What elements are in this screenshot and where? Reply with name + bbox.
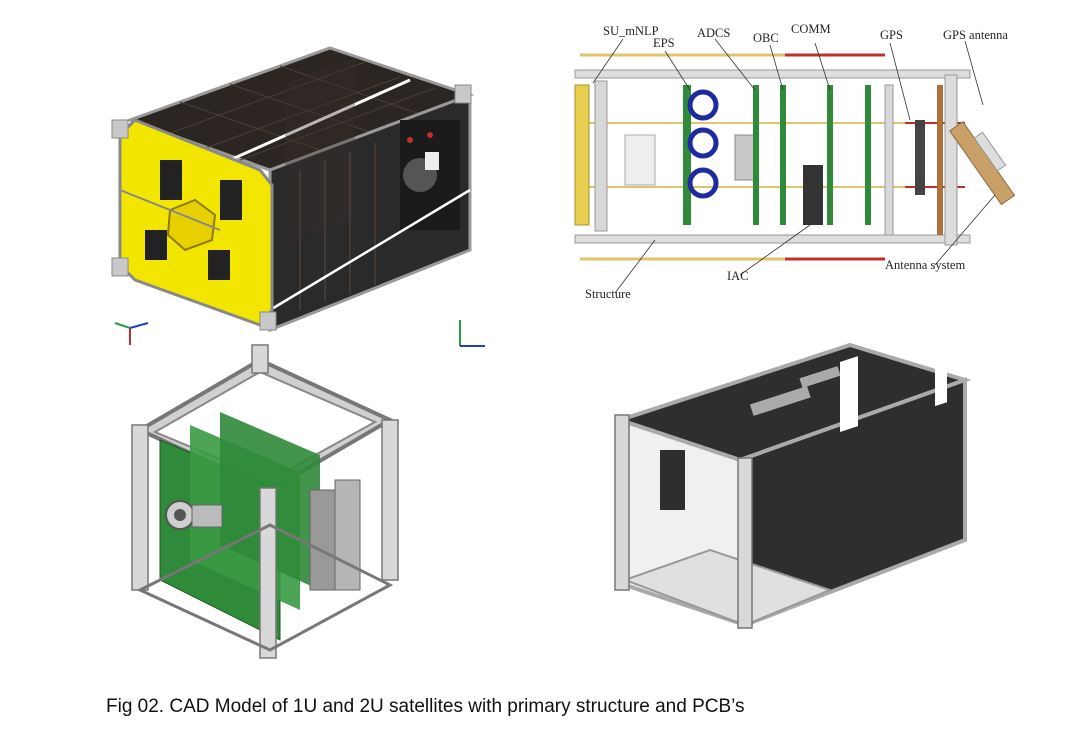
label-eps: EPS: [653, 36, 675, 50]
label-comm: COMM: [791, 22, 831, 36]
bottom-rail: [574, 234, 971, 244]
subsystem-layout-diagram: SU_mNLP EPS ADCS OBC COMM GPS GPS antenn…: [574, 22, 1016, 301]
label-iac: IAC: [727, 269, 749, 283]
cubesat-2u-solar-model: [111, 46, 485, 347]
label-gps-antenna: GPS antenna: [943, 28, 1008, 42]
cubesat-1u-pcb-model: [131, 344, 399, 659]
top-rail: [574, 69, 971, 79]
label-structure: Structure: [585, 287, 631, 301]
figure-caption: Fig 02. CAD Model of 1U and 2U satellite…: [106, 696, 745, 717]
label-gps: GPS: [880, 28, 903, 42]
label-antenna-system: Antenna system: [885, 258, 965, 272]
cubesat-2u-structure-model: [613, 342, 972, 629]
label-adcs: ADCS: [697, 26, 730, 40]
label-su-mnlp: SU_mNLP: [603, 24, 659, 38]
label-obc: OBC: [753, 31, 779, 45]
